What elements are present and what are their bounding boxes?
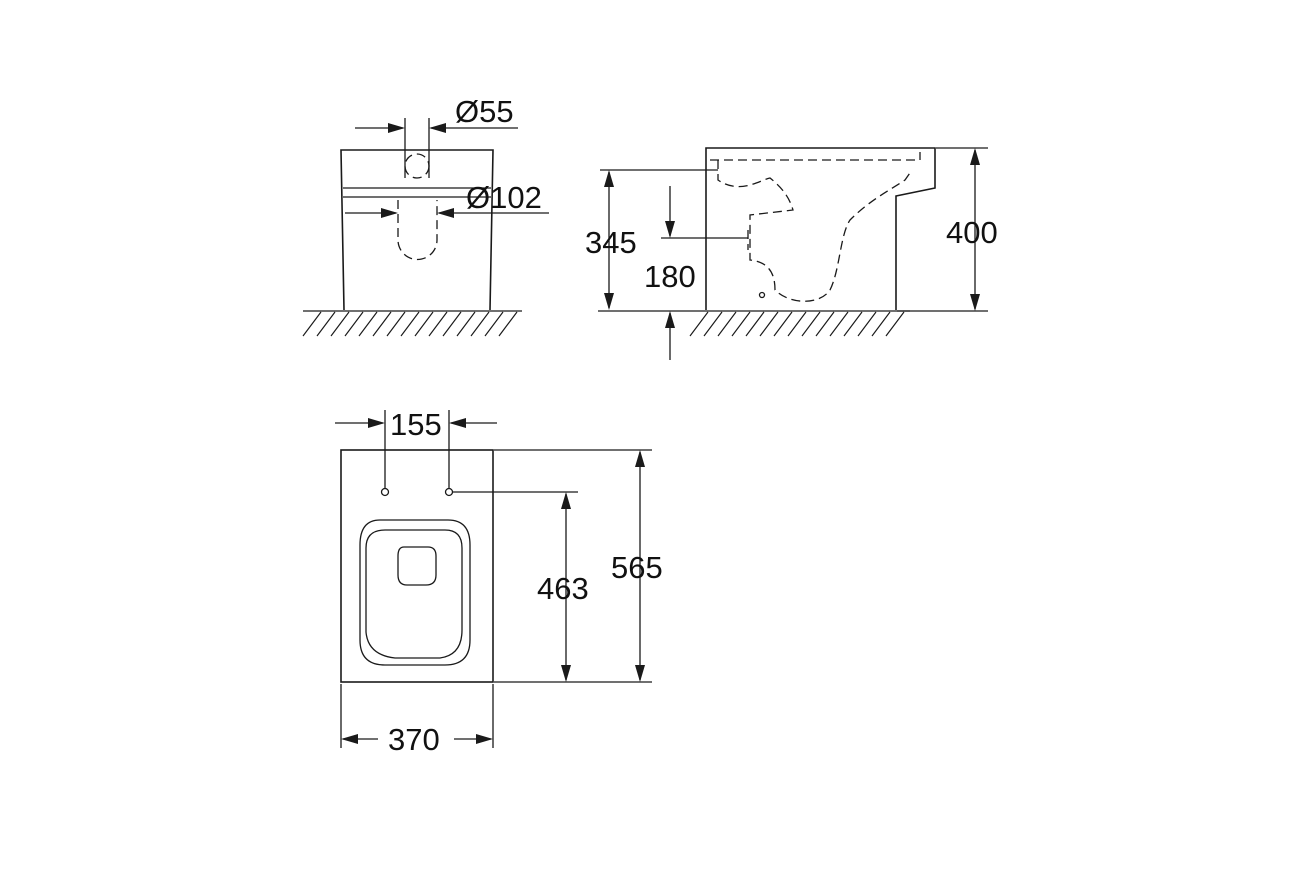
- floor-hatch-line: [857, 311, 877, 337]
- front-floor-hatch: [302, 311, 518, 337]
- dim-total-width: 370: [340, 684, 494, 757]
- label-total-width: 370: [388, 722, 440, 757]
- floor-hatch-line: [801, 311, 821, 337]
- top-body-outline: [340, 449, 494, 683]
- front-outlet-hole: [397, 200, 438, 261]
- floor-hatch-line: [442, 311, 462, 337]
- floor-hatch-line: [456, 311, 476, 337]
- floor-hatch-line: [885, 311, 905, 337]
- floor-hatch-line: [484, 311, 504, 337]
- floor-hatch-line: [386, 311, 406, 337]
- floor-hatch-line: [745, 311, 765, 337]
- front-view: Ø55 Ø102: [302, 94, 549, 337]
- label-fixing-spacing: 155: [390, 407, 442, 442]
- top-fixing-hole-left: [380, 487, 390, 497]
- floor-hatch-line: [815, 311, 835, 337]
- side-floor-hatch: [689, 311, 905, 337]
- front-drain-hole: [404, 153, 430, 179]
- label-drain-diameter: Ø55: [455, 94, 514, 129]
- dim-total-length: 565: [494, 449, 663, 682]
- dim-outlet-height: 180: [644, 186, 748, 360]
- label-outlet-diameter: Ø102: [466, 180, 542, 215]
- floor-hatch-line: [330, 311, 350, 337]
- floor-hatch-line: [829, 311, 849, 337]
- floor-hatch-line: [302, 311, 322, 337]
- label-total-height: 400: [946, 215, 998, 250]
- label-total-length: 565: [611, 550, 663, 585]
- floor-hatch-line: [344, 311, 364, 337]
- floor-hatch-line: [787, 311, 807, 337]
- floor-hatch-line: [689, 311, 709, 337]
- dim-drain-diameter: Ø55: [355, 94, 518, 178]
- floor-hatch-line: [414, 311, 434, 337]
- floor-hatch-line: [400, 311, 420, 337]
- side-trap-dashed: [717, 160, 913, 302]
- floor-hatch-line: [871, 311, 891, 337]
- dim-total-height: 400: [897, 147, 998, 312]
- floor-hatch-line: [470, 311, 490, 337]
- side-fixing-dot: [758, 291, 766, 299]
- floor-hatch-line: [773, 311, 793, 337]
- top-fixing-hole-right: [444, 487, 454, 497]
- floor-hatch-line: [358, 311, 378, 337]
- floor-hatch-line: [316, 311, 336, 337]
- dim-fixing-to-front: 463: [452, 491, 652, 683]
- floor-hatch-line: [731, 311, 751, 337]
- floor-hatch-line: [843, 311, 863, 337]
- front-body-outline: [340, 149, 494, 311]
- floor-hatch-line: [428, 311, 448, 337]
- side-rim-dashed: [710, 152, 921, 161]
- label-fixing-to-front: 463: [537, 571, 589, 606]
- label-inlet-height: 345: [585, 225, 637, 260]
- floor-hatch-line: [759, 311, 779, 337]
- floor-hatch-line: [372, 311, 392, 337]
- top-seat-inner: [365, 529, 463, 659]
- top-bowl-opening: [397, 546, 437, 586]
- top-seat-outer: [359, 519, 471, 666]
- side-body-outline: [705, 147, 936, 310]
- dim-outlet-diameter: Ø102: [345, 180, 549, 218]
- top-view: 155 463 565 370: [335, 407, 663, 757]
- side-view: 345 180 400: [585, 147, 998, 360]
- label-outlet-height: 180: [644, 259, 696, 294]
- floor-hatch-line: [703, 311, 723, 337]
- dim-inlet-height: 345: [585, 169, 718, 310]
- floor-hatch-line: [717, 311, 737, 337]
- floor-hatch-line: [498, 311, 518, 337]
- dim-fixing-spacing: 155: [335, 407, 497, 488]
